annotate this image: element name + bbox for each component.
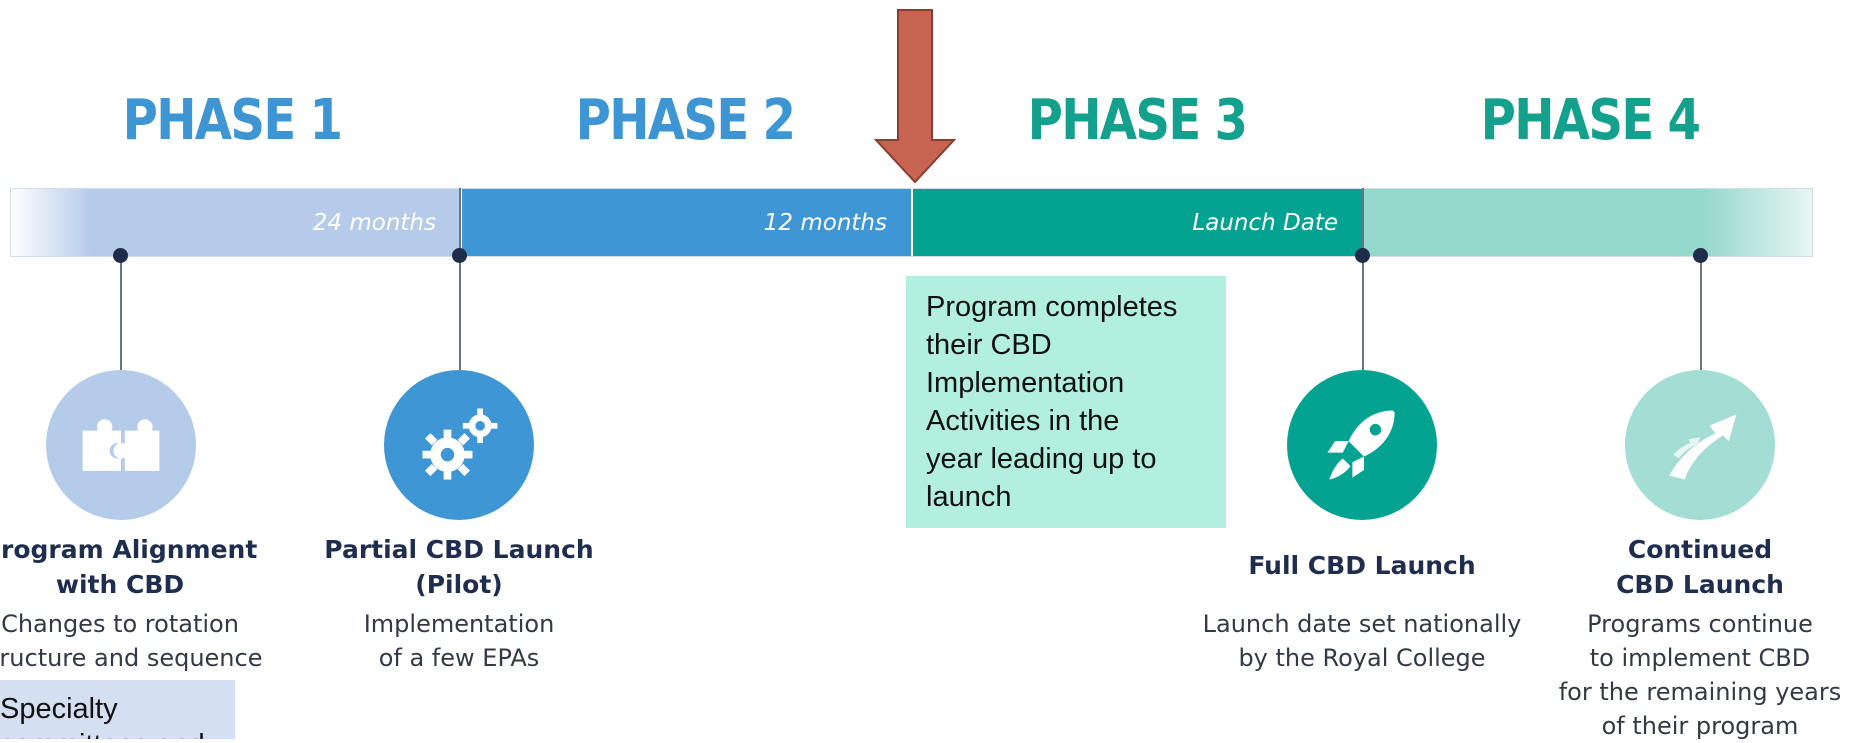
milestone-4-title: Continued CBD Launch xyxy=(1616,535,1784,599)
segment-duration-label: 24 months xyxy=(312,210,436,236)
current-position-arrow-icon xyxy=(873,9,957,184)
milestone-1-title: Program Alignment with CBD xyxy=(0,535,258,599)
segment-launch-label: Launch Date xyxy=(1192,210,1338,236)
timeline-segment-phase-4 xyxy=(1364,189,1813,257)
milestone-1-circle xyxy=(46,370,196,520)
phase-2-title: PHASE 2 xyxy=(575,88,796,153)
phase-1-title: PHASE 1 xyxy=(122,88,343,153)
phase-3-title: PHASE 3 xyxy=(1027,88,1248,153)
connector-line xyxy=(459,188,461,370)
puzzle-icon xyxy=(82,419,160,471)
connector-line xyxy=(1362,188,1364,370)
timeline-dot xyxy=(1355,248,1370,263)
milestone-1-description: Changes to rotation structure and sequen… xyxy=(0,610,263,672)
rocket-icon xyxy=(1327,410,1395,480)
timeline-dot xyxy=(452,248,467,263)
milestone-2-circle xyxy=(384,370,534,520)
implementation-note-box: Program completes their CBD Implementati… xyxy=(906,276,1226,528)
milestone-3-title: Full CBD Launch xyxy=(1248,551,1476,580)
milestone-2-description: Implementation of a few EPAs xyxy=(363,610,555,672)
segment-duration-label: 12 months xyxy=(763,210,887,236)
milestone-3-description: Launch date set nationally by the Royal … xyxy=(1202,610,1522,672)
milestone-3-circle xyxy=(1287,370,1437,520)
connector-line xyxy=(120,256,122,370)
timeline-dot xyxy=(113,248,128,263)
phase-4-title: PHASE 4 xyxy=(1480,88,1701,153)
timeline-segment-phase-2: 12 months xyxy=(462,189,911,257)
milestone-4-description: Programs continue to implement CBD for t… xyxy=(1558,610,1842,740)
timeline-segment-phase-1: 24 months xyxy=(10,189,460,257)
arrows-up-icon xyxy=(1669,414,1737,480)
gears-icon xyxy=(422,408,498,480)
timeline-segment-phase-3: Launch Date xyxy=(913,189,1362,257)
milestone-4-circle xyxy=(1625,370,1775,520)
connector-line xyxy=(1700,256,1702,370)
timeline-dot xyxy=(1693,248,1708,263)
milestone-2-title: Partial CBD Launch (Pilot) xyxy=(324,535,594,599)
specialty-committees-note-box: Specialty committees and xyxy=(0,680,235,739)
